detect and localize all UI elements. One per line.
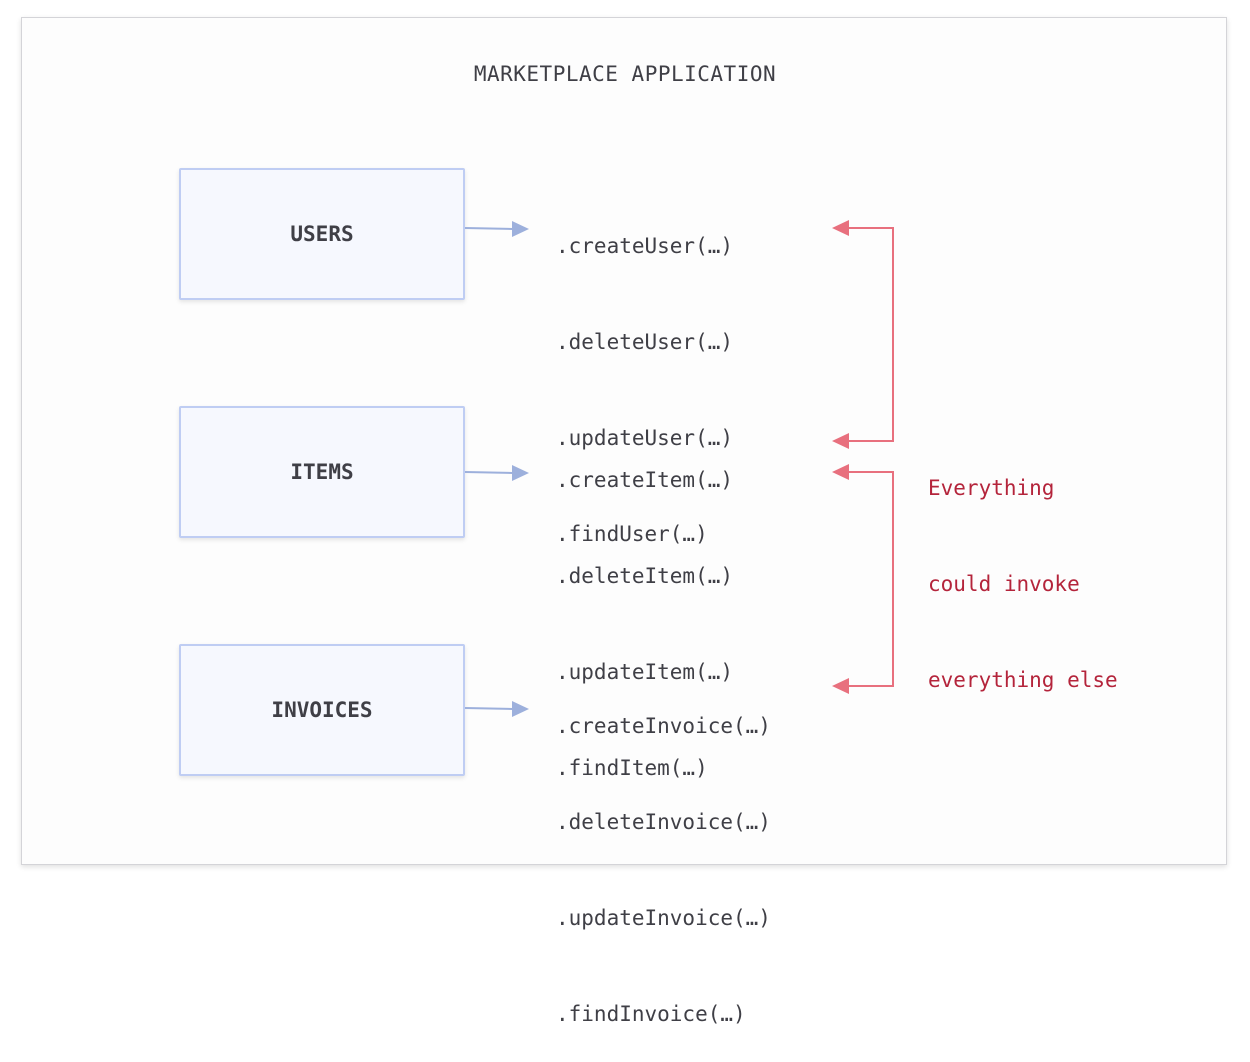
annotation-line: Everything [928,476,1055,500]
annotation-line: could invoke [928,572,1080,596]
module-box-invoices: INVOICES [179,644,465,776]
method-item: .findItem(…) [556,756,708,780]
module-box-users: USERS [179,168,465,300]
method-list-items: .createItem(…) .deleteItem(…) .updateIte… [556,400,733,816]
method-item: .createUser(…) [556,234,734,258]
method-item: .createInvoice(…) [556,714,771,738]
module-label-items: ITEMS [290,460,354,484]
annotation-line: everything else [928,668,1118,692]
diagram-title: MARKETPLACE APPLICATION [473,62,777,86]
annotation-text: Everything could invoke everything else [928,408,1118,728]
method-item: .updateUser(…) [556,426,734,450]
method-item: .deleteItem(…) [556,564,734,588]
method-list-users: .createUser(…) .deleteUser(…) .updateUse… [556,166,733,582]
method-item: .findInvoice(…) [556,1002,746,1026]
method-item: .deleteInvoice(…) [556,810,771,834]
method-item: .createItem(…) [556,468,734,492]
module-box-items: ITEMS [179,406,465,538]
module-label-invoices: INVOICES [271,698,373,722]
method-item: .updateItem(…) [556,660,734,684]
method-item: .updateInvoice(…) [556,906,771,930]
method-item: .deleteUser(…) [556,330,734,354]
method-list-invoices: .createInvoice(…) .deleteInvoice(…) .upd… [556,646,771,1062]
module-label-users: USERS [290,222,354,246]
method-item: .findUser(…) [556,522,708,546]
